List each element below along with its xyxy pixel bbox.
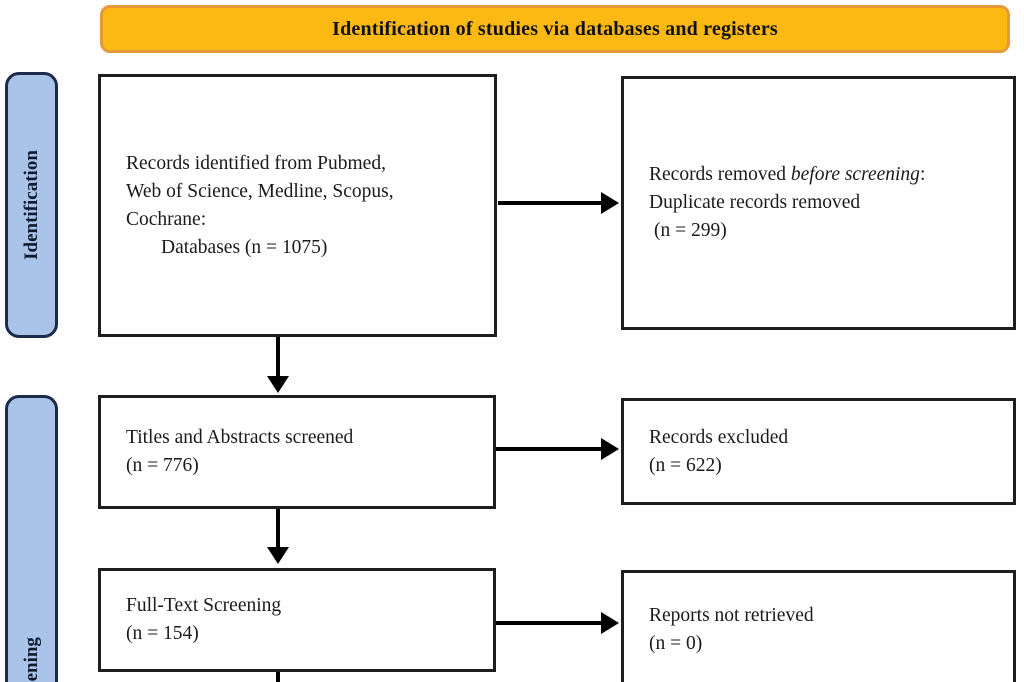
box-screened-count: (n = 776) bbox=[126, 455, 199, 476]
stage-label-screening-text: Screening bbox=[20, 637, 42, 682]
stage-label-identification: Identification bbox=[5, 72, 58, 338]
arrow-right-icon bbox=[496, 621, 602, 625]
box-notretrieved-line: Reports not retrieved bbox=[649, 605, 814, 626]
arrow-down-icon bbox=[276, 509, 280, 548]
box-records-identified: Records identified from Pubmed, Web of S… bbox=[98, 74, 497, 337]
arrow-down-head-icon bbox=[267, 547, 289, 564]
box-fulltext-screening: Full-Text Screening (n = 154) bbox=[98, 568, 496, 672]
box-fulltext-line: Full-Text Screening bbox=[126, 595, 282, 616]
box-titles-abstracts-screened: Titles and Abstracts screened (n = 776) bbox=[98, 395, 496, 509]
box-reports-not-retrieved: Reports not retrieved (n = 0) bbox=[621, 570, 1016, 682]
box-records-removed-count: (n = 299) bbox=[654, 220, 727, 241]
arrow-right-head-icon bbox=[601, 192, 619, 214]
box-records-identified-line: Web of Science, Medline, Scopus, bbox=[126, 180, 394, 202]
stage-label-identification-text: Identification bbox=[20, 150, 42, 260]
box-records-removed-line: Records removed before screening: bbox=[649, 164, 926, 185]
diagram-title: Identification of studies via databases … bbox=[332, 17, 778, 40]
box-excluded-line: Records excluded bbox=[649, 426, 789, 448]
arrow-down-icon bbox=[276, 672, 280, 682]
arrow-right-icon bbox=[496, 447, 602, 451]
box-records-removed: Records removed before screening: Duplic… bbox=[621, 76, 1016, 330]
box-records-removed-line: Duplicate records removed bbox=[649, 192, 861, 213]
box-notretrieved-count: (n = 0) bbox=[649, 633, 703, 654]
stage-label-screening: Screening bbox=[5, 395, 58, 682]
box-records-identified-count: Databases (n = 1075) bbox=[161, 236, 328, 258]
arrow-down-icon bbox=[276, 337, 280, 377]
arrow-down-head-icon bbox=[267, 376, 289, 393]
arrow-right-icon bbox=[498, 201, 602, 205]
arrow-right-head-icon bbox=[601, 438, 619, 460]
box-records-identified-line: Cochrane: bbox=[126, 208, 207, 230]
diagram-title-banner: Identification of studies via databases … bbox=[100, 5, 1010, 53]
box-screened-line: Titles and Abstracts screened bbox=[126, 427, 354, 448]
before-screening-italic: before screening bbox=[790, 164, 920, 185]
box-records-identified-line: Records identified from Pubmed, bbox=[126, 152, 386, 174]
box-fulltext-count: (n = 154) bbox=[126, 623, 199, 644]
box-excluded-count: (n = 622) bbox=[649, 454, 722, 476]
arrow-right-head-icon bbox=[601, 612, 619, 634]
box-records-excluded: Records excluded (n = 622) bbox=[621, 398, 1016, 505]
